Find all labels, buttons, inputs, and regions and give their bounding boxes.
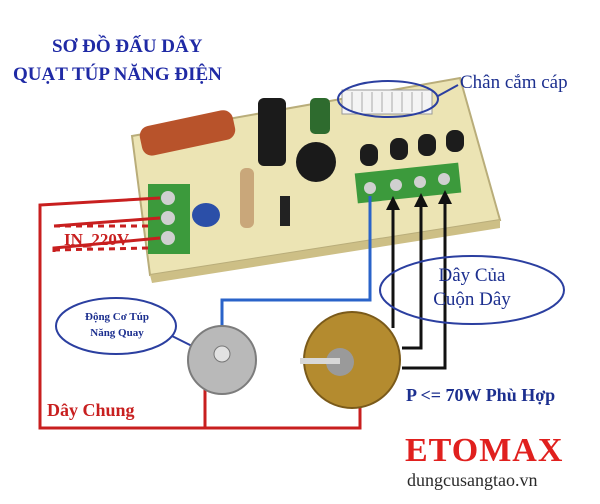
swing-motor-label-line-1: Động Cơ Túp: [85, 311, 149, 323]
input-voltage-label: IN_220V: [64, 230, 130, 249]
pcb-board-edge: [150, 220, 500, 283]
transistor: [360, 144, 378, 166]
brand-website: dungcusangtao.vn: [407, 470, 538, 490]
coil-wire-label-line-1: Dây Của: [438, 265, 506, 286]
black-wire-coil-3: [402, 199, 447, 370]
red-wire-power-3: [52, 236, 161, 252]
buzzer: [296, 142, 336, 182]
black-wire-coil-2: [402, 202, 423, 350]
terminal-screw: [438, 173, 450, 185]
arrow-up: [386, 196, 400, 210]
arrow-up: [414, 193, 428, 207]
output-terminal-block: [354, 162, 462, 204]
terminal-screw: [390, 179, 402, 191]
transistor: [390, 138, 408, 160]
swing-motor-label-line-2: Năng Quay: [90, 327, 144, 339]
electrolytic-capacitor: [258, 98, 286, 166]
connector-label: Chân cắm cáp: [460, 72, 568, 93]
diagram-title-line-2: QUẠT TÚP NĂNG ĐIỆN: [13, 64, 222, 85]
coil-wire-label-line-2: Cuộn Dây: [433, 289, 511, 310]
diode: [280, 196, 290, 226]
pin-header: [341, 89, 433, 115]
swing-motor-shaft: [213, 345, 231, 363]
terminal-screw: [161, 191, 175, 205]
brand-name: ETOMAX: [405, 432, 564, 469]
transistor: [418, 134, 436, 156]
red-wire-power-1: [38, 196, 207, 430]
terminal-screw: [161, 211, 175, 225]
capacitor-small: [310, 98, 330, 134]
arrow-up: [438, 190, 452, 204]
diagram-title-line-1: SƠ ĐỒ ĐẤU DÂY: [52, 36, 203, 57]
terminal-screw: [161, 231, 175, 245]
transistor: [446, 130, 464, 152]
blue-capacitor: [192, 203, 220, 227]
coil-wire-oval: [379, 255, 565, 325]
connector-pointer-line: [437, 84, 459, 97]
swing-motor-oval: [55, 297, 177, 355]
terminal-screw: [364, 182, 376, 194]
terminal-screw: [414, 176, 426, 188]
red-wire-power-2: [53, 216, 161, 228]
fan-motor-shaft: [300, 358, 340, 364]
common-wire-label: Dây Chung: [47, 400, 135, 420]
blue-wire-swing-motor: [220, 196, 372, 334]
power-note: P <= 70W Phù Hợp: [406, 385, 556, 405]
connector-highlight-oval: [337, 80, 439, 118]
resistor: [240, 168, 254, 228]
red-capacitor: [139, 110, 236, 156]
